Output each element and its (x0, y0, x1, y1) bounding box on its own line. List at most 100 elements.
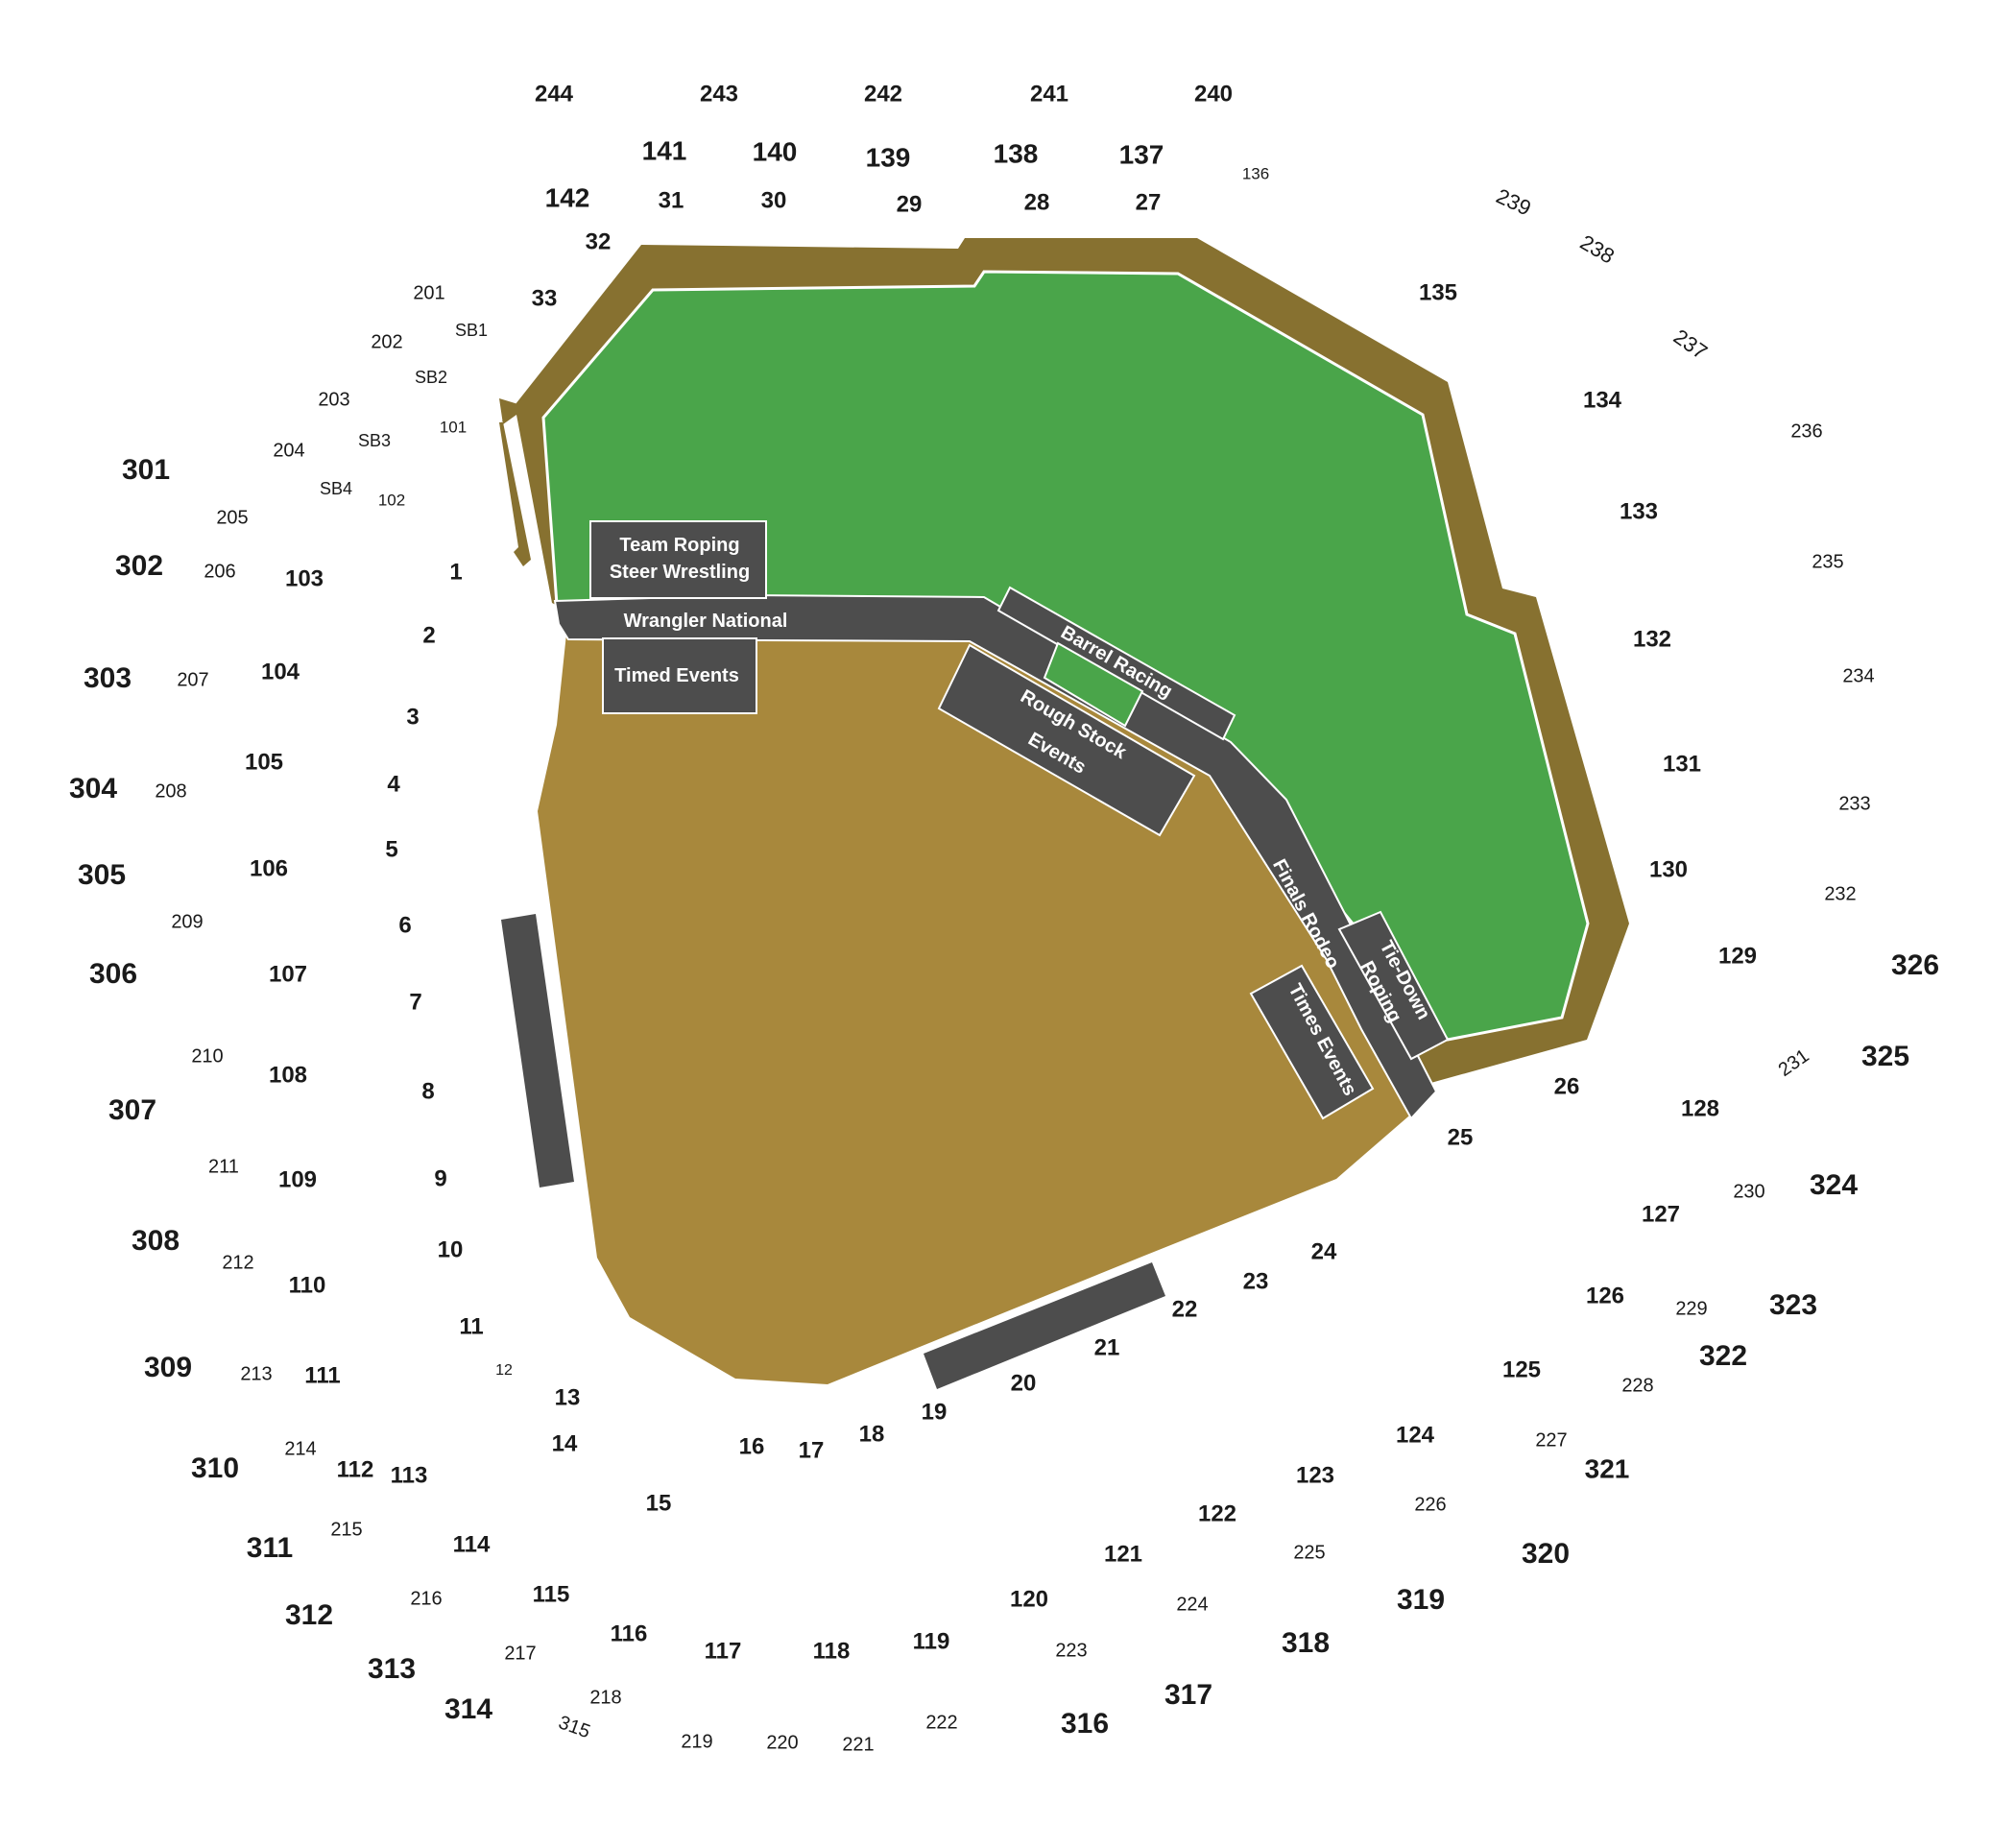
section-206[interactable]: 206 (204, 561, 235, 582)
section-122[interactable]: 122 (1198, 1500, 1236, 1526)
section-132[interactable]: 132 (1633, 626, 1671, 652)
section-301[interactable]: 301 (122, 454, 170, 486)
section-240[interactable]: 240 (1194, 81, 1233, 107)
section-103[interactable]: 103 (285, 565, 324, 591)
section-307[interactable]: 307 (108, 1094, 156, 1126)
section-15[interactable]: 15 (646, 1490, 672, 1516)
section-106[interactable]: 106 (250, 855, 288, 881)
section-323[interactable]: 323 (1769, 1289, 1817, 1321)
section-224[interactable]: 224 (1176, 1594, 1208, 1615)
section-9[interactable]: 9 (434, 1165, 446, 1191)
section-235[interactable]: 235 (1812, 551, 1843, 572)
section-107[interactable]: 107 (269, 961, 307, 987)
section-220[interactable]: 220 (766, 1732, 798, 1753)
section-205[interactable]: 205 (216, 507, 248, 528)
section-116[interactable]: 116 (611, 1620, 648, 1646)
section-118[interactable]: 118 (813, 1638, 851, 1664)
section-112[interactable]: 112 (337, 1456, 374, 1482)
section-141[interactable]: 141 (642, 135, 687, 165)
section-243[interactable]: 243 (700, 81, 738, 107)
section-24[interactable]: 24 (1311, 1238, 1337, 1264)
section-115[interactable]: 115 (533, 1581, 570, 1607)
section-312[interactable]: 312 (285, 1599, 333, 1631)
section-126[interactable]: 126 (1586, 1283, 1624, 1308)
section-306[interactable]: 306 (89, 958, 137, 990)
section-19[interactable]: 19 (922, 1399, 948, 1425)
section-32[interactable]: 32 (586, 228, 612, 254)
team-roping-zone[interactable] (589, 520, 767, 599)
section-211[interactable]: 211 (208, 1156, 239, 1177)
section-221[interactable]: 221 (842, 1734, 874, 1755)
section-142[interactable]: 142 (545, 182, 590, 212)
section-212[interactable]: 212 (222, 1252, 253, 1273)
section-226[interactable]: 226 (1414, 1494, 1446, 1515)
section-5[interactable]: 5 (385, 836, 397, 862)
section-109[interactable]: 109 (278, 1166, 317, 1192)
section-102[interactable]: 102 (378, 491, 405, 509)
section-6[interactable]: 6 (398, 912, 411, 938)
section-304[interactable]: 304 (69, 773, 117, 804)
tie-down-roping-zone[interactable] (1337, 910, 1450, 1061)
section-sb4[interactable]: SB4 (320, 479, 352, 498)
section-7[interactable]: 7 (409, 989, 421, 1015)
section-33[interactable]: 33 (532, 285, 558, 311)
section-244[interactable]: 244 (535, 81, 574, 107)
section-27[interactable]: 27 (1136, 189, 1162, 215)
section-20[interactable]: 20 (1011, 1370, 1037, 1396)
section-316[interactable]: 316 (1061, 1708, 1109, 1740)
section-124[interactable]: 124 (1396, 1422, 1435, 1448)
section-21[interactable]: 21 (1094, 1334, 1120, 1360)
section-11[interactable]: 11 (459, 1313, 483, 1339)
section-238[interactable]: 238 (1576, 230, 1619, 269)
section-2[interactable]: 2 (422, 622, 435, 648)
section-319[interactable]: 319 (1397, 1584, 1445, 1616)
section-137[interactable]: 137 (1119, 139, 1164, 169)
section-sb3[interactable]: SB3 (358, 431, 391, 450)
section-320[interactable]: 320 (1522, 1538, 1570, 1570)
section-111[interactable]: 111 (304, 1362, 340, 1388)
section-119[interactable]: 119 (913, 1628, 950, 1654)
timed-events-zone[interactable] (602, 637, 757, 714)
section-134[interactable]: 134 (1583, 387, 1622, 413)
section-110[interactable]: 110 (289, 1272, 326, 1298)
section-29[interactable]: 29 (897, 191, 923, 217)
section-233[interactable]: 233 (1838, 793, 1870, 814)
section-10[interactable]: 10 (438, 1236, 464, 1262)
section-209[interactable]: 209 (171, 911, 203, 932)
section-213[interactable]: 213 (240, 1363, 272, 1384)
section-214[interactable]: 214 (284, 1438, 316, 1459)
section-230[interactable]: 230 (1733, 1181, 1764, 1202)
section-128[interactable]: 128 (1681, 1095, 1719, 1121)
section-314[interactable]: 314 (444, 1693, 492, 1725)
section-308[interactable]: 308 (132, 1225, 180, 1257)
section-114[interactable]: 114 (453, 1531, 491, 1557)
section-8[interactable]: 8 (421, 1078, 434, 1104)
section-1[interactable]: 1 (449, 559, 462, 585)
section-18[interactable]: 18 (859, 1421, 885, 1447)
section-125[interactable]: 125 (1502, 1356, 1541, 1382)
section-117[interactable]: 117 (705, 1638, 742, 1664)
section-229[interactable]: 229 (1675, 1298, 1707, 1319)
section-321[interactable]: 321 (1585, 1453, 1630, 1483)
section-121[interactable]: 121 (1104, 1541, 1142, 1567)
section-138[interactable]: 138 (994, 138, 1039, 168)
section-302[interactable]: 302 (115, 550, 163, 582)
section-16[interactable]: 16 (739, 1433, 765, 1459)
section-305[interactable]: 305 (78, 859, 126, 891)
section-129[interactable]: 129 (1718, 943, 1757, 969)
section-232[interactable]: 232 (1824, 883, 1856, 904)
section-30[interactable]: 30 (761, 187, 787, 213)
section-202[interactable]: 202 (371, 331, 402, 352)
section-239[interactable]: 239 (1493, 183, 1535, 220)
section-139[interactable]: 139 (866, 142, 911, 172)
section-236[interactable]: 236 (1790, 420, 1822, 442)
section-14[interactable]: 14 (552, 1430, 578, 1456)
section-242[interactable]: 242 (864, 81, 902, 107)
times-events-zone[interactable] (1249, 964, 1375, 1120)
section-135[interactable]: 135 (1419, 279, 1457, 305)
section-31[interactable]: 31 (659, 187, 684, 213)
section-315[interactable]: 315 (556, 1712, 593, 1742)
section-223[interactable]: 223 (1055, 1640, 1087, 1661)
section-140[interactable]: 140 (753, 136, 798, 166)
section-218[interactable]: 218 (589, 1687, 621, 1708)
